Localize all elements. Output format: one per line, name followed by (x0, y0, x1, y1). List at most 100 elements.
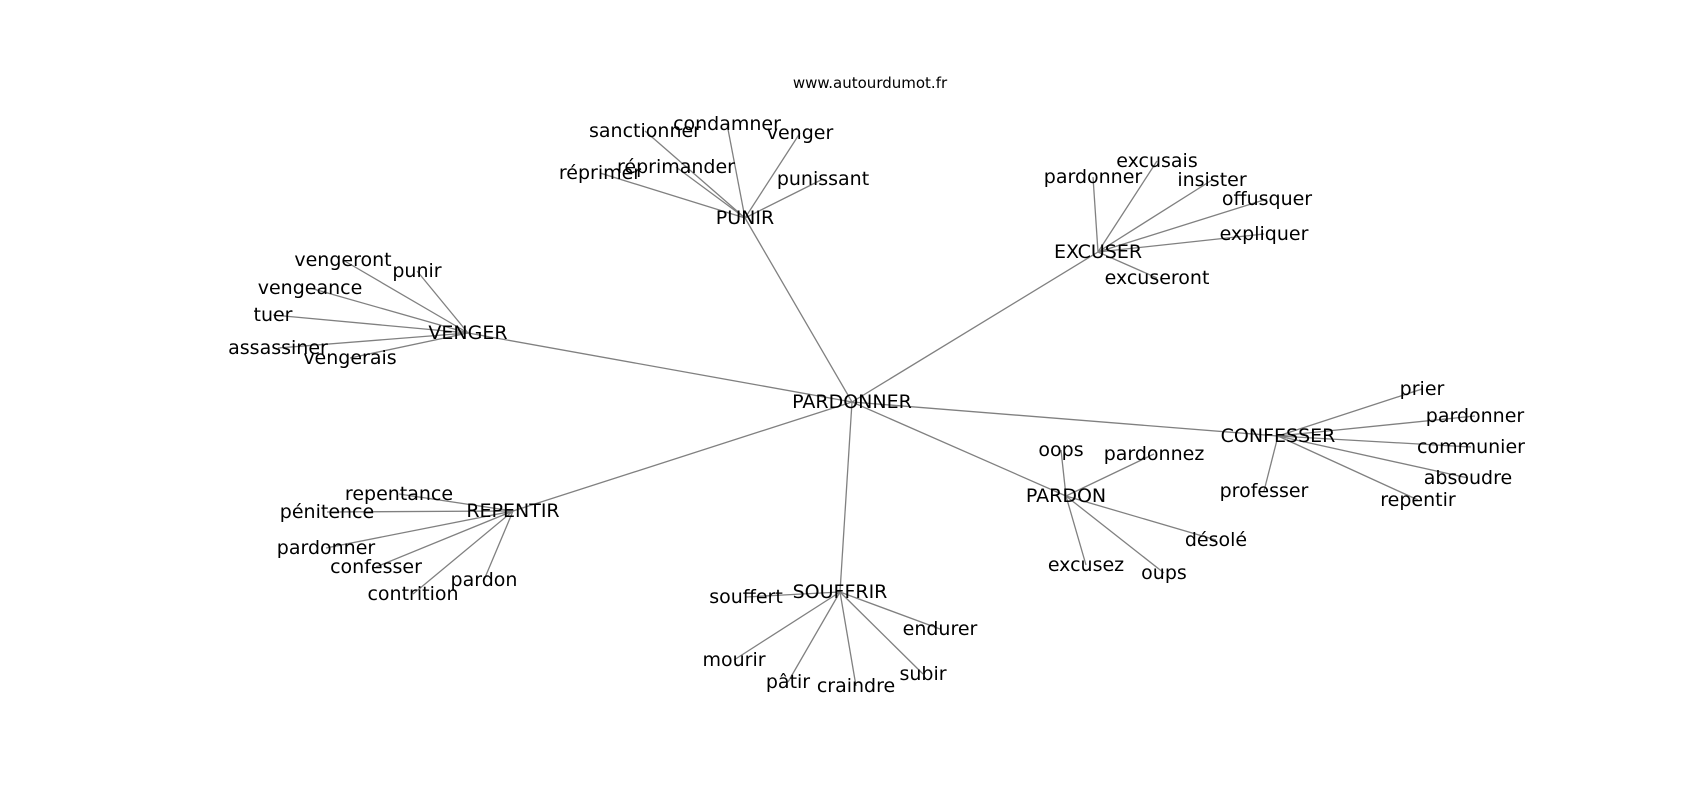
word-node-patir[interactable]: pâtir (766, 671, 810, 693)
edge-repentir-confesser (375, 510, 514, 568)
word-node-punissant[interactable]: punissant (777, 168, 869, 190)
hub-node-confesser[interactable]: CONFESSER (1221, 425, 1336, 447)
word-node-vengeront[interactable]: vengeront (294, 249, 391, 271)
edge-souffrir-endurer (839, 591, 941, 630)
edge-repentir-contrition (412, 510, 514, 595)
word-node-confesser[interactable]: confesser (330, 556, 422, 578)
word-node-sanctionner[interactable]: sanctionner (589, 120, 701, 142)
center-node-pardonner[interactable]: PARDONNER (792, 391, 912, 413)
edge-confesser-prier (1277, 388, 1423, 437)
word-node-mourir[interactable]: mourir (702, 649, 765, 671)
word-node-craindre[interactable]: craindre (817, 675, 895, 697)
word-node-absoudre[interactable]: absoudre (1424, 467, 1512, 489)
edge-pardon-oops (1060, 449, 1067, 497)
edge-excuser-expliquer (1097, 233, 1265, 253)
word-node-communier[interactable]: communier (1417, 436, 1525, 458)
word-node-oops[interactable]: oops (1038, 439, 1083, 461)
word-node-contrition[interactable]: contrition (367, 583, 458, 605)
edge-center-confesser (851, 401, 1279, 437)
edge-punir-condamner (726, 123, 746, 219)
edge-excuser-excusais (1097, 160, 1158, 253)
edge-confesser-absoudre (1277, 435, 1469, 479)
edge-confesser-pardonner (1277, 415, 1476, 437)
edge-pardon-desole (1065, 495, 1217, 541)
hub-node-repentir[interactable]: REPENTIR (466, 500, 559, 522)
word-node-penitence[interactable]: pénitence (280, 501, 374, 523)
edge-punir-sanctionner (644, 130, 746, 219)
edge-punir-venger (744, 132, 801, 219)
hub-node-venger[interactable]: VENGER (428, 322, 507, 344)
word-node-desole[interactable]: désolé (1185, 529, 1247, 551)
edge-center-repentir (512, 401, 853, 512)
edge-center-excuser (851, 251, 1099, 403)
edge-venger-vengerais (349, 332, 469, 359)
edge-souffrir-mourir (733, 591, 841, 661)
edge-confesser-repentir (1277, 435, 1419, 501)
word-node-subir[interactable]: subir (899, 663, 946, 685)
edge-repentir-penitence (326, 510, 514, 513)
word-node-prier[interactable]: prier (1400, 378, 1445, 400)
word-node-souffert[interactable]: souffert (709, 586, 783, 608)
edge-excuser-pardonner (1092, 176, 1099, 253)
word-node-oups[interactable]: oups (1141, 562, 1187, 584)
word-node-pardonner[interactable]: pardonner (1426, 405, 1525, 427)
word-node-reprimer[interactable]: réprimer (559, 162, 641, 184)
edge-center-souffrir (839, 401, 853, 593)
word-node-pardonnez[interactable]: pardonnez (1104, 443, 1205, 465)
word-node-pardon[interactable]: pardon (451, 569, 518, 591)
word-node-repentir[interactable]: repentir (1380, 489, 1456, 511)
edge-pardon-pardonnez (1065, 453, 1155, 497)
edge-punir-reprimer (599, 172, 746, 219)
word-node-professer[interactable]: professer (1220, 480, 1309, 502)
word-node-pardonner[interactable]: pardonner (1044, 166, 1143, 188)
edge-center-venger (467, 332, 853, 403)
edge-repentir-pardon (483, 510, 514, 581)
edge-souffrir-souffert (745, 591, 841, 598)
edge-repentir-pardonner (325, 510, 514, 549)
edge-souffrir-craindre (839, 591, 857, 687)
edge-souffrir-subir (839, 591, 924, 675)
word-node-repentance[interactable]: repentance (345, 483, 453, 505)
edge-confesser-professer (1263, 435, 1279, 492)
edge-excuser-excuseront (1097, 251, 1158, 279)
word-node-excusez[interactable]: excusez (1048, 554, 1124, 576)
hub-node-pardon[interactable]: PARDON (1026, 485, 1106, 507)
word-node-reprimander[interactable]: réprimander (617, 156, 735, 178)
hub-node-souffrir[interactable]: SOUFFRIR (793, 581, 888, 603)
edge-pardon-excusez (1065, 495, 1087, 566)
word-node-excusais[interactable]: excusais (1116, 150, 1197, 172)
word-node-insister[interactable]: insister (1177, 169, 1247, 191)
word-node-vengerais[interactable]: vengerais (303, 347, 396, 369)
edge-excuser-offusquer (1097, 198, 1268, 253)
edge-punir-punissant (744, 178, 824, 219)
edge-venger-punir (416, 270, 469, 334)
edge-souffrir-patir (787, 591, 841, 683)
word-node-pardonner[interactable]: pardonner (277, 537, 376, 559)
edge-pardon-oups (1065, 495, 1165, 574)
edge-venger-vengeance (309, 287, 469, 334)
word-node-excuseront[interactable]: excuseront (1105, 267, 1210, 289)
edge-center-punir (744, 217, 853, 403)
word-node-condamner[interactable]: condamner (673, 113, 781, 135)
word-node-endurer[interactable]: endurer (903, 618, 978, 640)
edge-center-pardon (851, 401, 1067, 497)
site-url-label[interactable]: www.autourdumot.fr (793, 74, 948, 92)
edge-repentir-repentance (398, 493, 514, 512)
word-node-assassiner[interactable]: assassiner (228, 337, 328, 359)
edge-excuser-insister (1097, 179, 1213, 253)
hub-node-punir[interactable]: PUNIR (716, 207, 774, 229)
word-node-expliquer[interactable]: expliquer (1220, 223, 1309, 245)
word-node-venger[interactable]: venger (767, 122, 834, 144)
word-node-vengeance[interactable]: vengeance (258, 277, 363, 299)
edge-venger-vengeront (342, 259, 469, 334)
word-node-tuer[interactable]: tuer (254, 304, 293, 326)
edge-venger-assassiner (277, 332, 469, 349)
edge-punir-reprimander (675, 166, 746, 219)
hub-node-excuser[interactable]: EXCUSER (1054, 241, 1142, 263)
graph-edges (272, 123, 1476, 687)
word-node-offusquer[interactable]: offusquer (1222, 188, 1312, 210)
word-node-punir[interactable]: punir (392, 260, 441, 282)
edge-venger-tuer (272, 314, 469, 334)
